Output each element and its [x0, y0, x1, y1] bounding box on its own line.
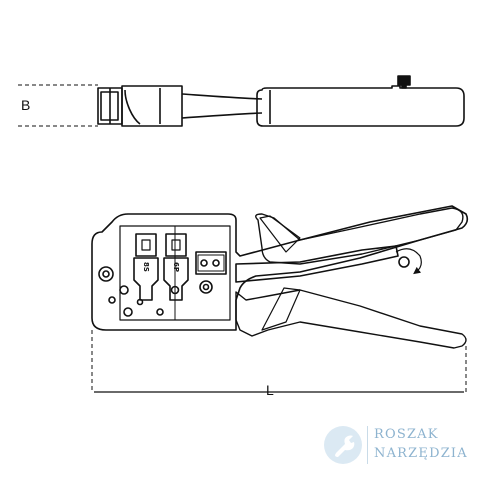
mount-hole-4	[170, 285, 180, 295]
die-label-8s: 8S	[142, 262, 150, 272]
side-head-inner	[100, 91, 119, 121]
mount-hole-1	[119, 285, 129, 295]
dimension-b-lines	[18, 84, 98, 127]
watermark-line-1: ROSZAK	[374, 427, 439, 442]
lower-handle-grip	[261, 287, 301, 331]
upper-handle-grip	[259, 215, 301, 253]
side-body-curve	[124, 89, 141, 125]
side-body	[121, 85, 183, 127]
die-8s-top	[135, 233, 157, 257]
wrench-icon	[324, 426, 362, 464]
front-view	[91, 205, 469, 349]
dimension-l-label: L	[266, 382, 274, 398]
die-6p-body	[163, 257, 189, 301]
rotation-arrow	[395, 248, 422, 275]
linkage-arm	[235, 245, 399, 283]
side-view	[18, 75, 465, 127]
lower-handle	[235, 289, 467, 349]
die-8s-body	[133, 257, 159, 301]
mount-hole-2	[123, 307, 133, 317]
dimension-l-lines	[91, 330, 467, 392]
tool-head	[91, 205, 469, 331]
die-label-6p: 6P	[172, 262, 180, 272]
mount-hole-3	[108, 296, 116, 304]
watermark-divider	[367, 426, 368, 464]
dimension-b-label: B	[21, 97, 30, 113]
watermark-line-2: NARZĘDZIA	[374, 446, 468, 461]
die-6p-top	[165, 233, 187, 257]
side-handle	[256, 85, 465, 127]
side-neck	[181, 93, 263, 119]
lower-pivot	[199, 280, 213, 294]
cable-holder	[195, 251, 227, 275]
ratchet-release	[398, 256, 410, 268]
pivot-hole	[98, 266, 114, 282]
upper-handle	[255, 207, 464, 265]
watermark: ROSZAK NARZĘDZIA	[322, 424, 472, 466]
